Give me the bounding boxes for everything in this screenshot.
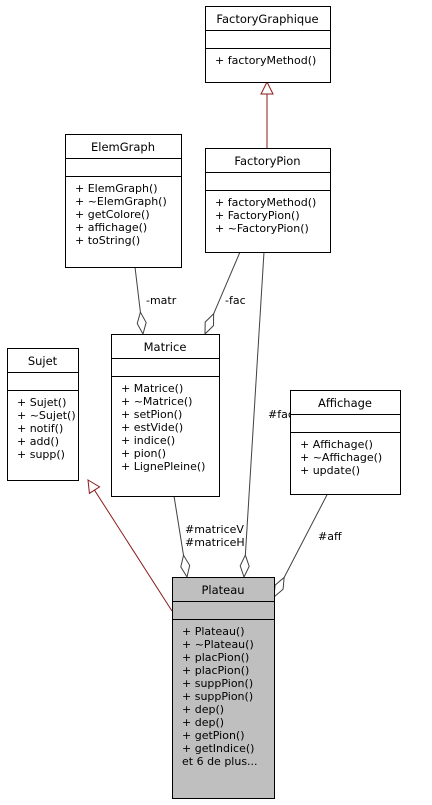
method-matrice-4: + indice() — [121, 434, 175, 447]
inheritance-arrowhead — [87, 479, 101, 495]
class-matrice[interactable]: Matrice + Matrice()+ ~Matrice()+ setPion(… — [111, 334, 220, 497]
method-elemgraph-0: + ElemGraph() — [75, 182, 158, 195]
method-factorygraphique-0: + factoryMethod() — [215, 54, 316, 67]
method-matrice-2: + setPion() — [121, 408, 182, 421]
method-factorypion-2: + ~FactoryPion() — [215, 222, 309, 235]
relation-matrice-matrice-plateau: #matriceV#matriceH — [173, 495, 245, 579]
method-plateau-5: + suppPion() — [182, 690, 253, 703]
method-sujet-3: + add() — [17, 435, 59, 448]
method-matrice-3: + estVide() — [121, 421, 183, 434]
class-box-affichage — [290, 390, 401, 495]
relation-elemgraph-matr-matrice: -matr — [134, 266, 177, 336]
class-box-plateau — [172, 577, 275, 799]
class-name-factorypion: FactoryPion — [234, 154, 300, 168]
classes-layer: FactoryGraphique + factoryMethod() ElemGra… — [7, 6, 401, 799]
aggregation-diamond — [180, 553, 191, 579]
method-plateau-1: + ~Plateau() — [182, 638, 254, 651]
method-sujet-1: + ~Sujet() — [17, 409, 76, 422]
relations-layer: -matr -fac #fac #matriceV#matriceH #aff — [87, 80, 344, 612]
method-elemgraph-1: + ~ElemGraph() — [75, 195, 167, 208]
method-plateau-4: + suppPion() — [182, 677, 253, 690]
aggregation-diamond — [239, 553, 250, 579]
relation-line — [213, 251, 241, 314]
method-plateau-0: + Plateau() — [182, 625, 245, 638]
method-plateau-2: + placPion() — [182, 651, 249, 664]
method-plateau-8: + getPion() — [182, 729, 245, 742]
relation-line — [134, 266, 141, 313]
method-matrice-5: + pion() — [121, 447, 166, 460]
class-box-factorygraphique — [205, 6, 331, 83]
relation-factorypion-fac-plateau: #fac — [239, 251, 294, 579]
relation-factorypion-inherits-factorygraphique — [260, 80, 274, 148]
relation-line — [173, 495, 185, 556]
method-affichage-2: + update() — [300, 464, 360, 477]
class-name-elemgraph: ElemGraph — [91, 140, 155, 154]
aggregation-diamond — [273, 576, 285, 599]
class-box-sujet — [7, 348, 79, 481]
relation-factorypion-fac-matrice: -fac — [204, 251, 246, 336]
method-plateau-3: + placPion() — [182, 664, 249, 677]
class-elemgraph[interactable]: ElemGraph + ElemGraph()+ ~ElemGraph()+ ge… — [65, 134, 182, 268]
relation-label-affichage-aff-plateau: #aff — [318, 530, 342, 543]
method-sujet-0: + Sujet() — [17, 396, 66, 409]
method-factorypion-1: + FactoryPion() — [215, 209, 300, 222]
class-name-sujet: Sujet — [28, 354, 58, 368]
class-name-affichage: Affichage — [318, 396, 372, 410]
class-name-plateau: Plateau — [201, 583, 244, 597]
class-plateau[interactable]: Plateau+ Plateau()+ ~Plateau()+ placPion… — [172, 577, 275, 799]
class-sujet[interactable]: Sujet + Sujet()+ ~Sujet()+ notif()+ add()… — [7, 348, 79, 481]
relation-line — [244, 251, 265, 556]
class-name-matrice: Matrice — [144, 340, 187, 354]
method-plateau-10: et 6 de plus... — [182, 755, 258, 768]
relation-plateau-inherits-sujet — [87, 479, 173, 612]
class-name-factorygraphique: FactoryGraphique — [216, 12, 318, 26]
method-matrice-0: + Matrice() — [121, 382, 183, 395]
relation-label-matrice-matrice-plateau: #matriceV#matriceH — [185, 523, 245, 549]
class-affichage[interactable]: Affichage + Affichage()+ ~Affichage()+ up… — [290, 390, 401, 495]
method-elemgraph-4: + toString() — [75, 234, 140, 247]
method-plateau-9: + getIndice() — [182, 742, 254, 755]
relation-label-factorypion-fac-plateau: #fac — [268, 408, 294, 421]
class-box-elemgraph — [65, 134, 182, 268]
class-box-factorypion — [205, 148, 331, 253]
relation-label-factorypion-fac-matrice: -fac — [225, 294, 246, 307]
method-sujet-2: + notif() — [17, 422, 63, 435]
method-elemgraph-3: + affichage() — [75, 221, 147, 234]
method-elemgraph-2: + getColore() — [75, 208, 150, 221]
method-matrice-1: + ~Matrice() — [121, 395, 192, 408]
aggregation-diamond — [136, 310, 147, 336]
class-box-matrice — [111, 334, 220, 497]
class-factorygraphique[interactable]: FactoryGraphique + factoryMethod() — [205, 6, 331, 83]
method-matrice-6: + LignePleine() — [121, 460, 205, 473]
method-plateau-6: + dep() — [182, 703, 224, 716]
relation-line — [94, 489, 173, 612]
inheritance-arrowhead — [260, 80, 274, 95]
aggregation-diamond — [204, 312, 215, 336]
class-factorypion[interactable]: FactoryPion + factoryMethod()+ FactoryPio… — [205, 148, 331, 253]
method-factorypion-0: + factoryMethod() — [215, 196, 316, 209]
method-plateau-7: + dep() — [182, 716, 224, 729]
method-affichage-1: + ~Affichage() — [300, 451, 382, 464]
method-sujet-4: + supp() — [17, 448, 65, 461]
relation-label-elemgraph-matr-matrice: -matr — [146, 294, 177, 307]
method-affichage-0: + Affichage() — [300, 438, 373, 451]
